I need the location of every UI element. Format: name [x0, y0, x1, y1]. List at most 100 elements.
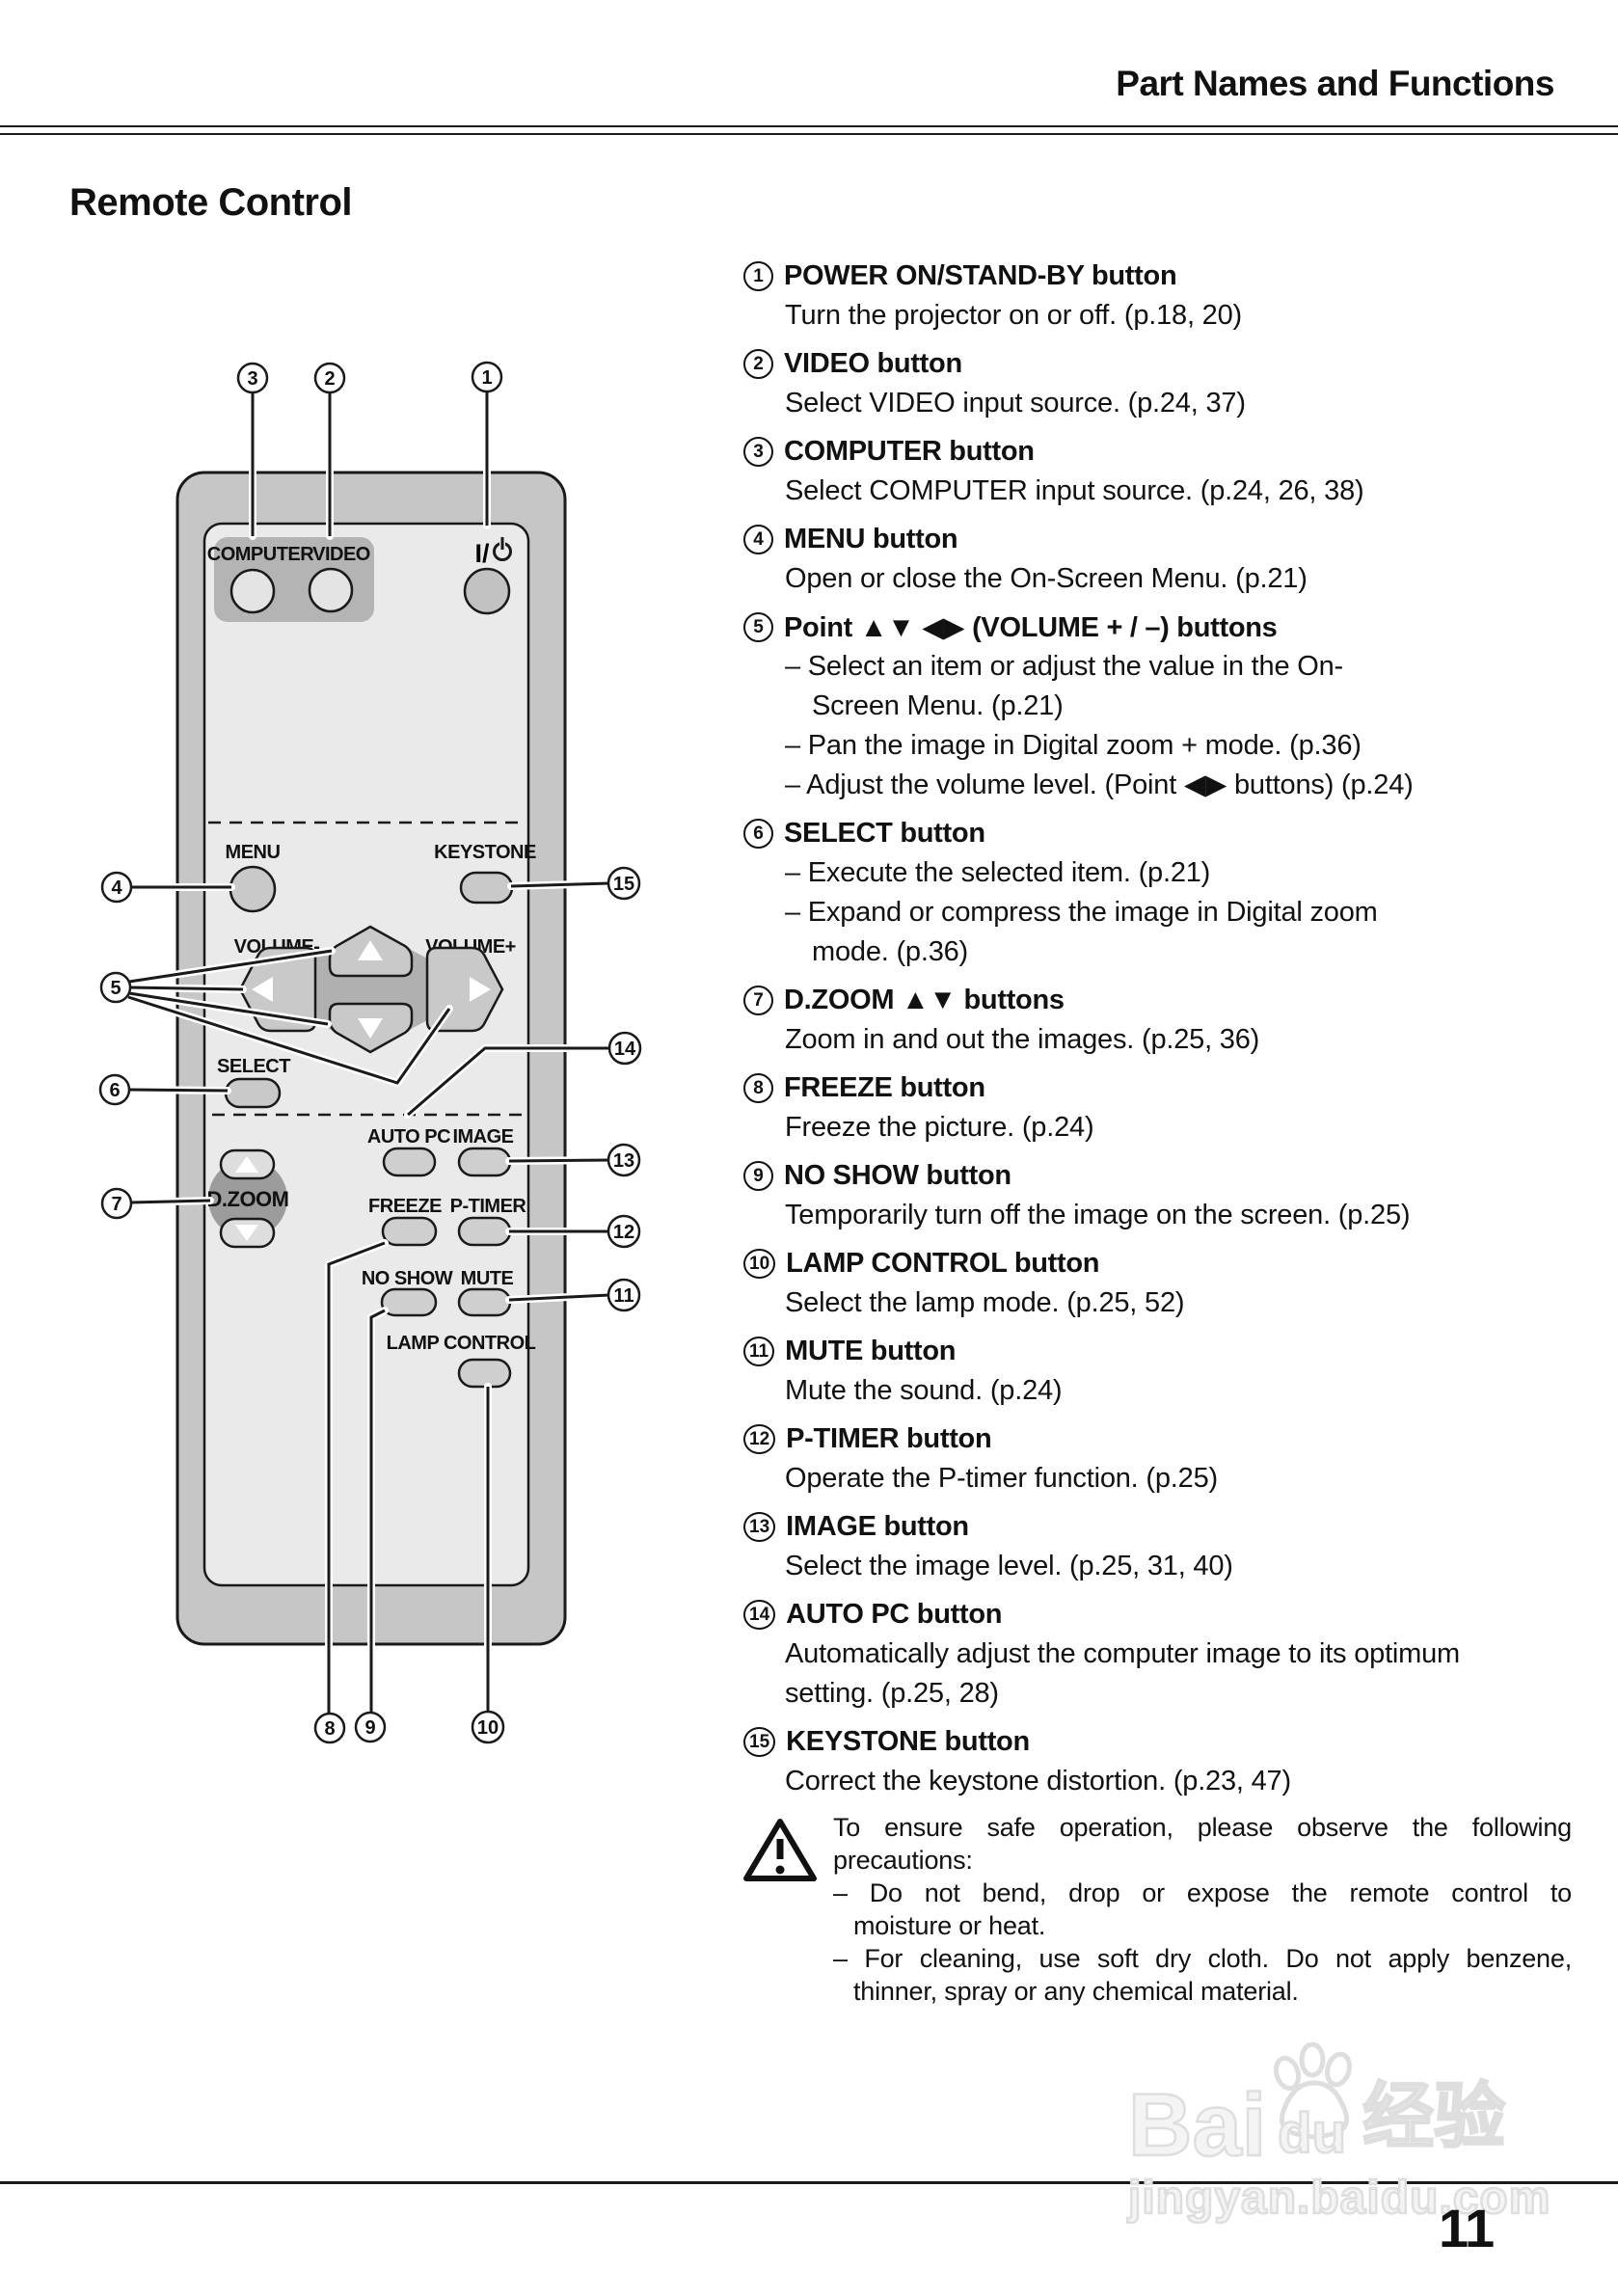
callout-7: 7 — [100, 1187, 133, 1220]
svg-text:10: 10 — [477, 1717, 499, 1739]
callout-10: 10 — [471, 1710, 505, 1744]
warning-line: To ensure safe operation, please observe… — [833, 1813, 1572, 1842]
baidu-paw-icon: du — [1266, 2041, 1362, 2168]
watermark-url: jingyan.baidu.com — [1127, 2172, 1551, 2226]
callout-1: 1 — [471, 361, 503, 393]
diagram-image-button — [457, 1147, 512, 1177]
warning-line: – For cleaning, use soft dry cloth. Do n… — [833, 1944, 1572, 1973]
warning-line: precautions: — [833, 1846, 973, 1875]
item-description-line: Automatically adjust the computer image … — [785, 1638, 1461, 1669]
item-description-line: – Execute the selected item. (p.21) — [785, 857, 1211, 888]
svg-text:13: 13 — [613, 1150, 634, 1172]
dzoom-label: D.ZOOM — [207, 1187, 289, 1211]
up-triangle-icon — [358, 940, 383, 960]
item-number-badge: 15 — [743, 1727, 776, 1757]
item-number-badge: 10 — [743, 1249, 776, 1279]
remote-control-diagram: COMPUTER VIDEO I/ MENU KEYSTONE VOLUME- … — [98, 361, 642, 1744]
svg-text:6: 6 — [109, 1080, 120, 1101]
header-rule-bottom — [0, 133, 1618, 135]
callout-14: 14 — [607, 1031, 642, 1066]
svg-text:11: 11 — [613, 1285, 634, 1307]
item-number-badge: 6 — [743, 819, 773, 849]
callout-13: 13 — [607, 1143, 641, 1177]
svg-text:7: 7 — [111, 1194, 121, 1215]
item-title: Point ▲▼ ◀▶ (VOLUME + / –) buttons — [784, 612, 1278, 643]
mute-label: MUTE — [461, 1268, 514, 1289]
item-title: P-TIMER button — [786, 1423, 992, 1454]
power-icon — [493, 537, 512, 561]
diagram-auto-pc-button — [382, 1147, 437, 1177]
item-description-line: Zoom in and out the images. (p.25, 36) — [785, 1024, 1260, 1055]
item-number-badge: 13 — [743, 1512, 776, 1542]
diagram-computer-button — [229, 568, 276, 614]
baidu-watermark: Bai du 经验 jingyan.baidu.com — [1127, 2041, 1551, 2226]
callout-9: 9 — [354, 1711, 387, 1743]
dzoom-down-triangle-icon — [235, 1225, 258, 1241]
lamp-control-label: LAMP CONTROL — [387, 1333, 536, 1354]
diagram-power-button — [463, 567, 511, 615]
item-description-line: – Pan the image in Digital zoom + mode. … — [785, 730, 1362, 761]
item-title: KEYSTONE button — [786, 1726, 1030, 1757]
section-title: Remote Control — [69, 181, 353, 224]
freeze-label: FREEZE — [368, 1196, 442, 1217]
header-rule-top — [0, 125, 1618, 127]
callout-11: 11 — [607, 1278, 641, 1312]
item-title: AUTO PC button — [786, 1599, 1003, 1630]
item-description-line: Select the image level. (p.25, 31, 40) — [785, 1551, 1233, 1581]
diagram-no-show-button — [380, 1287, 438, 1317]
item-description-line: Correct the keystone distortion. (p.23, … — [785, 1766, 1291, 1796]
dzoom-base — [208, 1159, 287, 1238]
svg-text:15: 15 — [613, 874, 634, 895]
item-description-line: Operate the P-timer function. (p.25) — [785, 1463, 1218, 1494]
warning-line: – Do not bend, drop or expose the remote… — [833, 1878, 1572, 1907]
watermark-brand: Bai — [1127, 2075, 1268, 2174]
keystone-label: KEYSTONE — [434, 842, 536, 863]
item-description-line: – Adjust the volume level. (Point ◀▶ but… — [785, 770, 1414, 800]
item-description-line: Select the lamp mode. (p.25, 52) — [785, 1287, 1185, 1318]
item-title: COMPUTER button — [784, 436, 1035, 467]
page-title: Part Names and Functions — [1116, 64, 1554, 103]
p-timer-label: P-TIMER — [450, 1196, 527, 1217]
diagram-freeze-button — [381, 1216, 438, 1247]
video-label: VIDEO — [312, 544, 370, 565]
item-description-line: Mute the sound. (p.24) — [785, 1375, 1063, 1406]
left-triangle-icon — [252, 977, 273, 1002]
item-number-badge: 9 — [743, 1161, 773, 1191]
diagram-lamp-control-button — [457, 1358, 512, 1389]
diagram-keystone-button — [459, 871, 514, 905]
callout-2: 2 — [313, 362, 346, 394]
callout-5: 5 — [99, 971, 132, 1004]
callout-8: 8 — [313, 1712, 346, 1744]
watermark-brand-du: du — [1277, 2101, 1347, 2167]
function-item-heading: 13 IMAGE button — [743, 1507, 1582, 1547]
item-title: IMAGE button — [786, 1511, 969, 1542]
item-description-line: Select COMPUTER input source. (p.24, 26,… — [785, 475, 1364, 506]
item-number-badge: 1 — [743, 261, 773, 291]
no-show-label: NO SHOW — [362, 1268, 453, 1289]
item-title: FREEZE button — [784, 1072, 985, 1103]
power-label: I/ — [474, 539, 490, 568]
item-number-badge: 11 — [743, 1337, 775, 1366]
item-description-line: Temporarily turn off the image on the sc… — [785, 1200, 1411, 1230]
item-title: NO SHOW button — [784, 1160, 1011, 1191]
item-title: D.ZOOM ▲▼ buttons — [784, 985, 1065, 1015]
auto-pc-label: AUTO PC — [367, 1126, 450, 1148]
